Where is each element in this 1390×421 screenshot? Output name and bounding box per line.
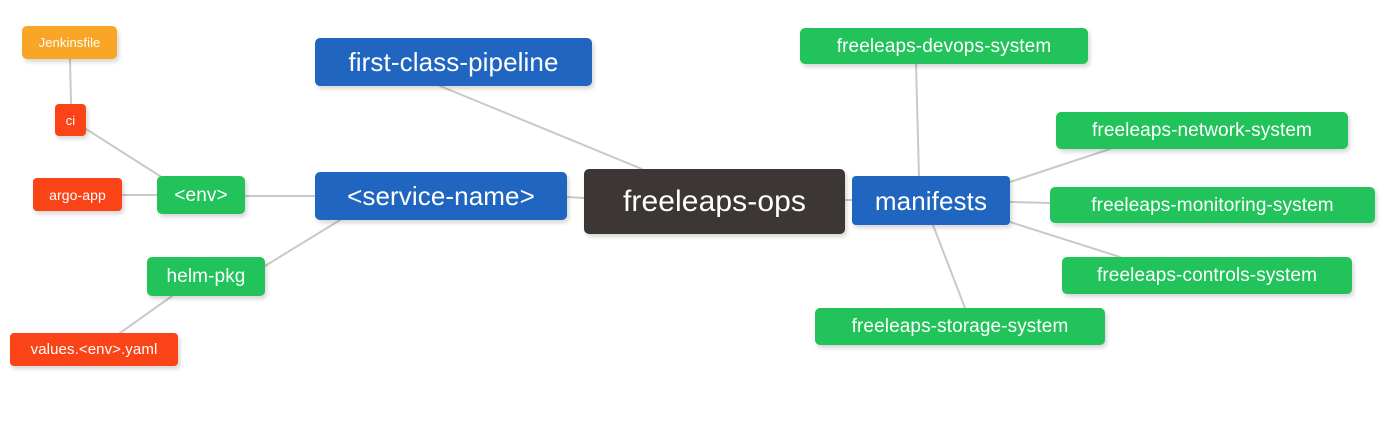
node-label-argo-app: argo-app <box>49 186 106 203</box>
node-helm-pkg[interactable]: helm-pkg <box>147 257 265 296</box>
node-env[interactable]: <env> <box>157 176 245 214</box>
node-label-ci: ci <box>65 112 76 128</box>
edge-jenkinsfile-to-ci <box>69 58 72 105</box>
node-argo-app[interactable]: argo-app <box>33 178 122 211</box>
node-service-name[interactable]: <service-name> <box>315 172 567 220</box>
node-label-freeleaps-devops-system: freeleaps-devops-system <box>836 35 1052 57</box>
edge-ci-to-env <box>85 128 161 177</box>
edge-manifests-to-freeleaps-monitoring-system <box>1009 201 1051 204</box>
edge-service-name-to-freeleaps-ops <box>566 196 585 199</box>
node-label-freeleaps-monitoring-system: freeleaps-monitoring-system <box>1091 194 1334 216</box>
node-label-freeleaps-storage-system: freeleaps-storage-system <box>851 316 1069 337</box>
edge-first-class-pipeline-to-freeleaps-ops <box>439 85 643 170</box>
node-ci[interactable]: ci <box>55 104 86 136</box>
node-jenkinsfile[interactable]: Jenkinsfile <box>22 26 117 59</box>
node-label-first-class-pipeline: first-class-pipeline <box>348 47 559 77</box>
node-freeleaps-controls-system[interactable]: freeleaps-controls-system <box>1062 257 1352 294</box>
edge-manifests-to-freeleaps-storage-system <box>932 224 966 309</box>
node-label-freeleaps-controls-system: freeleaps-controls-system <box>1096 265 1318 286</box>
node-label-helm-pkg: helm-pkg <box>166 266 246 287</box>
node-label-service-name: <service-name> <box>347 181 535 211</box>
node-manifests[interactable]: manifests <box>852 176 1010 225</box>
edge-manifests-to-freeleaps-controls-system <box>1009 221 1121 258</box>
node-label-jenkinsfile: Jenkinsfile <box>38 35 101 50</box>
edge-values-yaml-to-helm-pkg <box>119 295 173 334</box>
node-freeleaps-monitoring-system[interactable]: freeleaps-monitoring-system <box>1050 187 1375 223</box>
node-label-manifests: manifests <box>874 185 988 216</box>
edge-helm-pkg-to-service-name <box>264 219 341 267</box>
node-label-freeleaps-ops: freeleaps-ops <box>622 184 807 218</box>
node-label-freeleaps-network-system: freeleaps-network-system <box>1092 120 1312 141</box>
node-freeleaps-ops[interactable]: freeleaps-ops <box>584 169 845 234</box>
edge-manifests-to-freeleaps-devops-system <box>915 63 920 177</box>
node-first-class-pipeline[interactable]: first-class-pipeline <box>315 38 592 86</box>
node-freeleaps-network-system[interactable]: freeleaps-network-system <box>1056 112 1348 149</box>
node-label-env: <env> <box>174 184 228 206</box>
node-freeleaps-devops-system[interactable]: freeleaps-devops-system <box>800 28 1088 64</box>
node-freeleaps-storage-system[interactable]: freeleaps-storage-system <box>815 308 1105 345</box>
node-label-values-yaml: values.<env>.yaml <box>30 341 158 358</box>
edge-manifests-to-freeleaps-network-system <box>1009 148 1111 183</box>
node-values-yaml[interactable]: values.<env>.yaml <box>10 333 178 366</box>
